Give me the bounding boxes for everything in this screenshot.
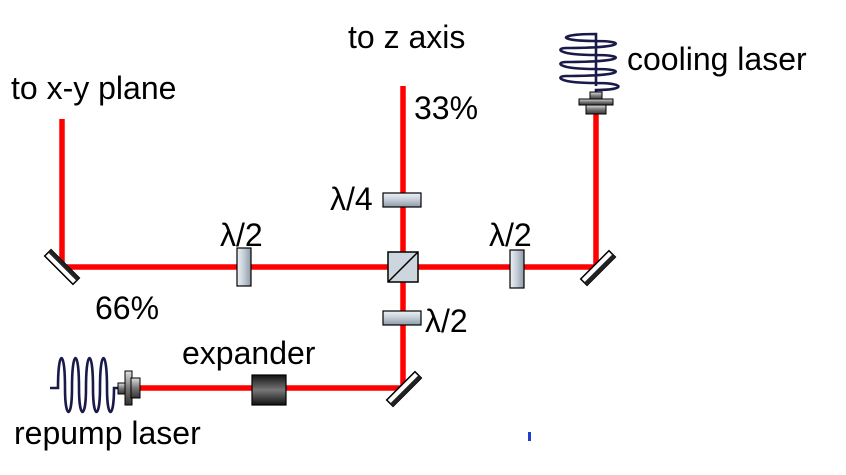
waveplate-icon xyxy=(236,247,252,287)
fiber-coil-icon xyxy=(50,356,120,414)
label-half-wave-lower: λ/2 xyxy=(425,303,468,339)
label-half-wave-right: λ/2 xyxy=(489,217,532,253)
polarizing-beam-splitter-icon xyxy=(387,251,419,283)
label-66-percent: 66% xyxy=(95,290,160,326)
fiber-coil-icon xyxy=(559,32,620,96)
mirror-icon xyxy=(579,249,617,287)
label-cooling-laser: cooling laser xyxy=(627,41,807,77)
waveplate-icon xyxy=(382,192,422,208)
fiber-coupler-icon xyxy=(117,370,141,406)
label-33-percent: 33% xyxy=(414,90,479,126)
label-repump-laser: repump laser xyxy=(14,415,201,451)
label-to-z-axis: to z axis xyxy=(348,19,466,55)
waveplate-icon xyxy=(509,249,525,289)
label-half-wave-left: λ/2 xyxy=(220,217,263,253)
blue-tick-mark xyxy=(528,432,531,441)
mirror-icon xyxy=(385,370,423,408)
mirror-icon xyxy=(43,248,81,286)
waveplate-icon xyxy=(382,310,422,326)
label-expander: expander xyxy=(182,335,316,371)
label-quarter-wave: λ/4 xyxy=(330,181,373,217)
beam-expander-icon xyxy=(251,374,287,406)
fiber-coupler-icon xyxy=(578,91,614,115)
label-to-xy-plane: to x-y plane xyxy=(11,70,177,106)
